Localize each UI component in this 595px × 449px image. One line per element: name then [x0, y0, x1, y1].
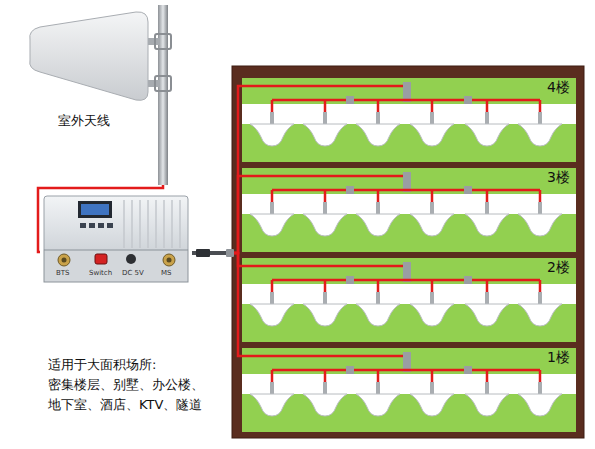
floor-label: 4楼 [547, 79, 570, 96]
port-label: DC 5V [122, 269, 144, 277]
front-panel [44, 250, 188, 282]
antenna-radome [30, 12, 148, 100]
repeater-device: BTS Switch DC 5V MS [40, 192, 192, 286]
n-connector-pin [62, 258, 67, 263]
floor-band: 2楼 [242, 258, 576, 342]
floor-band: 1楼 [242, 348, 576, 432]
floor-band: 4楼 [242, 78, 576, 162]
button [89, 223, 95, 228]
cable-connector [196, 249, 210, 257]
floor-band [242, 258, 576, 342]
button [80, 223, 86, 228]
repeater-device [44, 196, 188, 282]
n-connector-pin [167, 258, 172, 263]
cooling-fins [124, 200, 180, 248]
floor-band [242, 78, 576, 162]
outdoor-antenna [30, 5, 171, 185]
floor-label: 2楼 [547, 259, 570, 276]
display-frame [78, 201, 112, 218]
u-bolt [155, 34, 171, 49]
port-label: MS [161, 269, 171, 277]
feeder-cable [192, 86, 242, 253]
feeder-cable [38, 185, 163, 252]
n-connector [163, 254, 175, 266]
antenna-label: 室外天线 [58, 113, 110, 129]
floor-label: 1楼 [547, 349, 570, 366]
building-outline [232, 66, 584, 438]
port-label: Switch [89, 269, 112, 277]
outdoor-antenna: 室外天线 [25, 5, 185, 185]
floor-label: 3楼 [547, 169, 570, 186]
dc-jack [126, 254, 136, 264]
n-connector [58, 254, 70, 266]
feeder-cable [192, 253, 242, 356]
feeder-cable [192, 176, 242, 253]
button [107, 223, 113, 228]
usage-note: 适用于大面积场所: 密集楼层、别墅、办公楼、 地下室、酒店、KTV、隧道 [48, 355, 210, 415]
port-label: BTS [56, 269, 70, 277]
power-switch [95, 254, 107, 264]
floor-band: 3楼 [242, 168, 576, 252]
mast-pole [158, 5, 168, 185]
floor-band [242, 348, 576, 432]
u-bolt [155, 76, 171, 91]
device-body [44, 196, 188, 252]
cable-connector [226, 249, 234, 257]
floor-band [242, 168, 576, 252]
button [98, 223, 104, 228]
lcd-screen [81, 204, 109, 215]
